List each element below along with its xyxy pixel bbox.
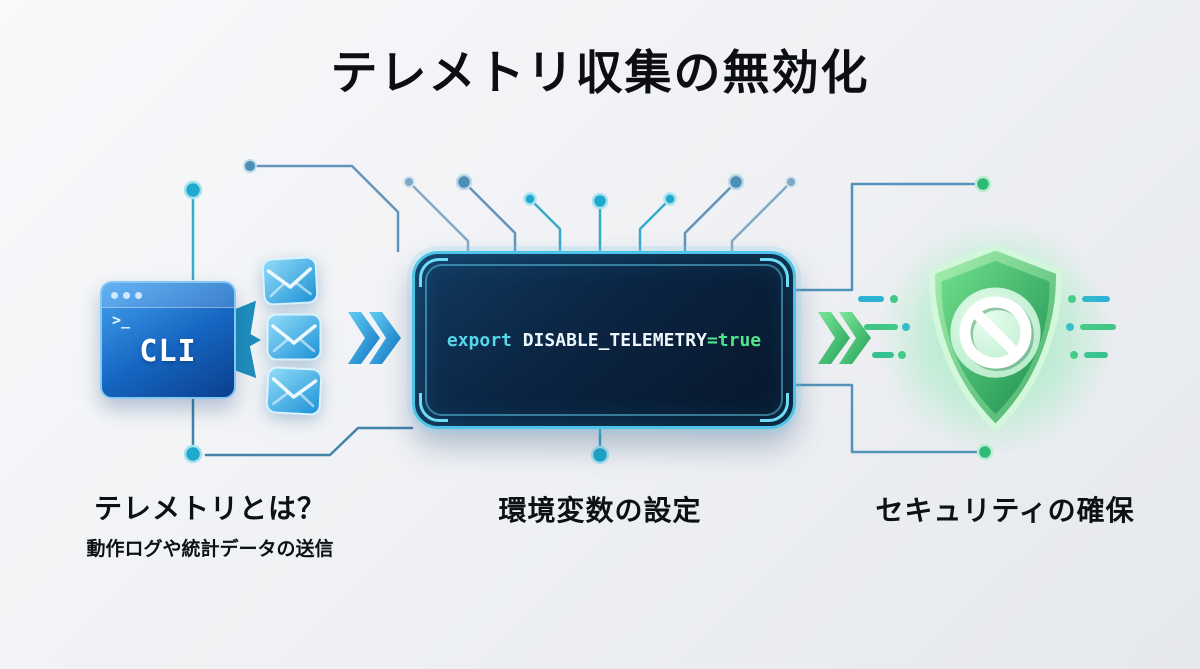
mail-flow-arrows [221,300,261,379]
panel-corner-accent [419,258,448,287]
code-variable: DISABLE_TELEMETRY [522,329,707,351]
code-value: =true [706,329,762,351]
mail-envelope-icon [261,256,319,307]
circuit-node-dot [403,176,415,188]
window-dot [111,291,118,299]
section-label-env-var: 環境変数の設定 [420,489,780,529]
chevron-right-icon [818,312,850,364]
section-subheading: 動作ログや統計データの送信 [86,538,334,560]
shield-icon [928,244,1063,431]
window-dot [123,291,130,299]
terminal-body: >_ CLI [102,308,234,396]
section-heading: 環境変数の設定 [498,494,702,527]
page-title: テレメトリ収集の無効化 [330,46,870,101]
terminal-prompt: >_ [112,311,131,329]
code-keyword: export [446,329,523,351]
circuit-node-dot [590,445,610,465]
circuit-node-dot [591,192,609,210]
env-var-code-panel: export DISABLE_TELEMETRY =true [412,251,796,429]
circuit-node-dot [727,173,745,191]
circuit-node-dot [785,176,797,188]
chevron-right-icon [369,312,401,364]
panel-corner-accent [760,258,789,287]
section-label-telemetry: テレメトリとは？ 動作ログや統計データの送信 [35,487,385,561]
terminal-label: CLI [139,334,197,369]
section-heading: テレメトリとは？ [93,492,326,525]
panel-corner-accent [419,393,448,422]
chevrons-blue [348,312,401,364]
code-line: export DISABLE_TELEMETRY =true [415,254,793,426]
circuit-node-dot [523,192,537,206]
circuit-node-dot [183,444,203,464]
panel-inner-frame [425,264,783,416]
panel-corner-accent [760,393,789,422]
terminal-titlebar [102,283,234,308]
window-dot [135,291,142,299]
mail-envelope-icon [266,313,322,361]
section-heading: セキュリティの確保 [875,494,1135,527]
no-entry-block-icon [959,296,1034,372]
chevron-right-icon [348,312,380,364]
circuit-nodes [183,159,994,465]
circuit-traces [191,164,979,457]
circuit-node-dot [974,175,992,193]
circuit-node-dot [183,180,203,200]
section-label-security: セキュリティの確保 [815,489,1195,529]
mail-envelope-icon [265,366,323,417]
circuit-node-dot [243,159,257,173]
circuit-node-dot [663,192,677,206]
chevron-right-icon [839,312,871,364]
security-shield-icon [878,210,1113,465]
circuit-node-dot [455,173,473,191]
chevrons-green [818,312,871,364]
cli-terminal-window-icon: >_ CLI [100,281,236,399]
